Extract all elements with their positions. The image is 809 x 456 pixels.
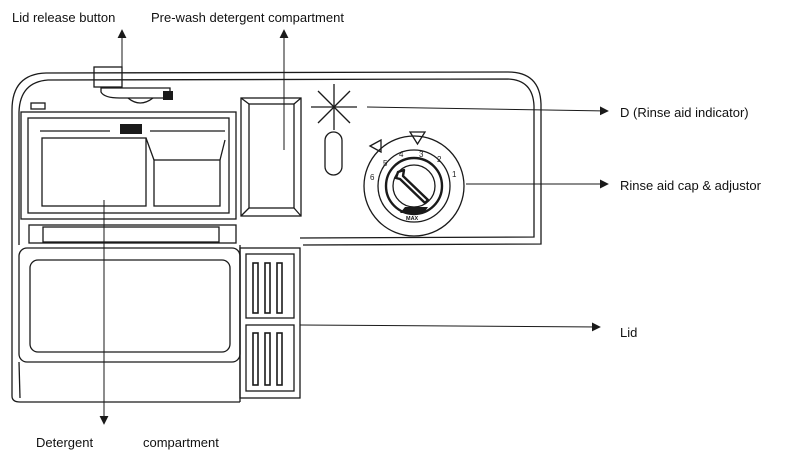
triangle-left-marker <box>368 138 382 154</box>
lid-grip <box>239 247 301 399</box>
dial-number-2: 2 <box>437 155 442 164</box>
rinse-aid-dial: 6 5 4 3 2 1 MAX <box>363 131 465 237</box>
dial-number-6: 6 <box>370 173 375 182</box>
label-detergent: Detergent <box>36 435 93 450</box>
body-left-edge <box>11 110 240 403</box>
label-lid: Lid <box>620 325 637 340</box>
dial-number-4: 4 <box>399 150 404 159</box>
label-rinse-aid-cap: Rinse aid cap & adjustor <box>620 178 762 193</box>
dispenser-body-outline <box>11 71 542 246</box>
dispenser-body-inner-outline <box>18 78 535 239</box>
detergent-cup <box>20 111 237 220</box>
pointer-rinse-indicator <box>366 106 609 116</box>
rinse-aid-indicator <box>311 84 357 176</box>
label-lid-release-button: Lid release button <box>12 10 115 25</box>
corner-tab <box>30 102 46 110</box>
hinge-strip <box>28 224 237 244</box>
dial-number-3: 3 <box>419 150 424 159</box>
triangle-down-marker <box>408 131 427 146</box>
lid-release-button <box>93 66 173 104</box>
label-prewash-compartment: Pre-wash detergent compartment <box>151 10 344 25</box>
dial-max-label: MAX <box>406 216 419 222</box>
label-rinse-aid-indicator: D (Rinse aid indicator) <box>620 105 749 120</box>
lid-panel <box>18 245 241 402</box>
prewash-compartment <box>240 97 302 217</box>
dial-number-5: 5 <box>383 159 388 168</box>
label-compartment: compartment <box>143 435 219 450</box>
pointer-lid <box>299 322 601 332</box>
dial-number-1: 1 <box>452 170 457 179</box>
